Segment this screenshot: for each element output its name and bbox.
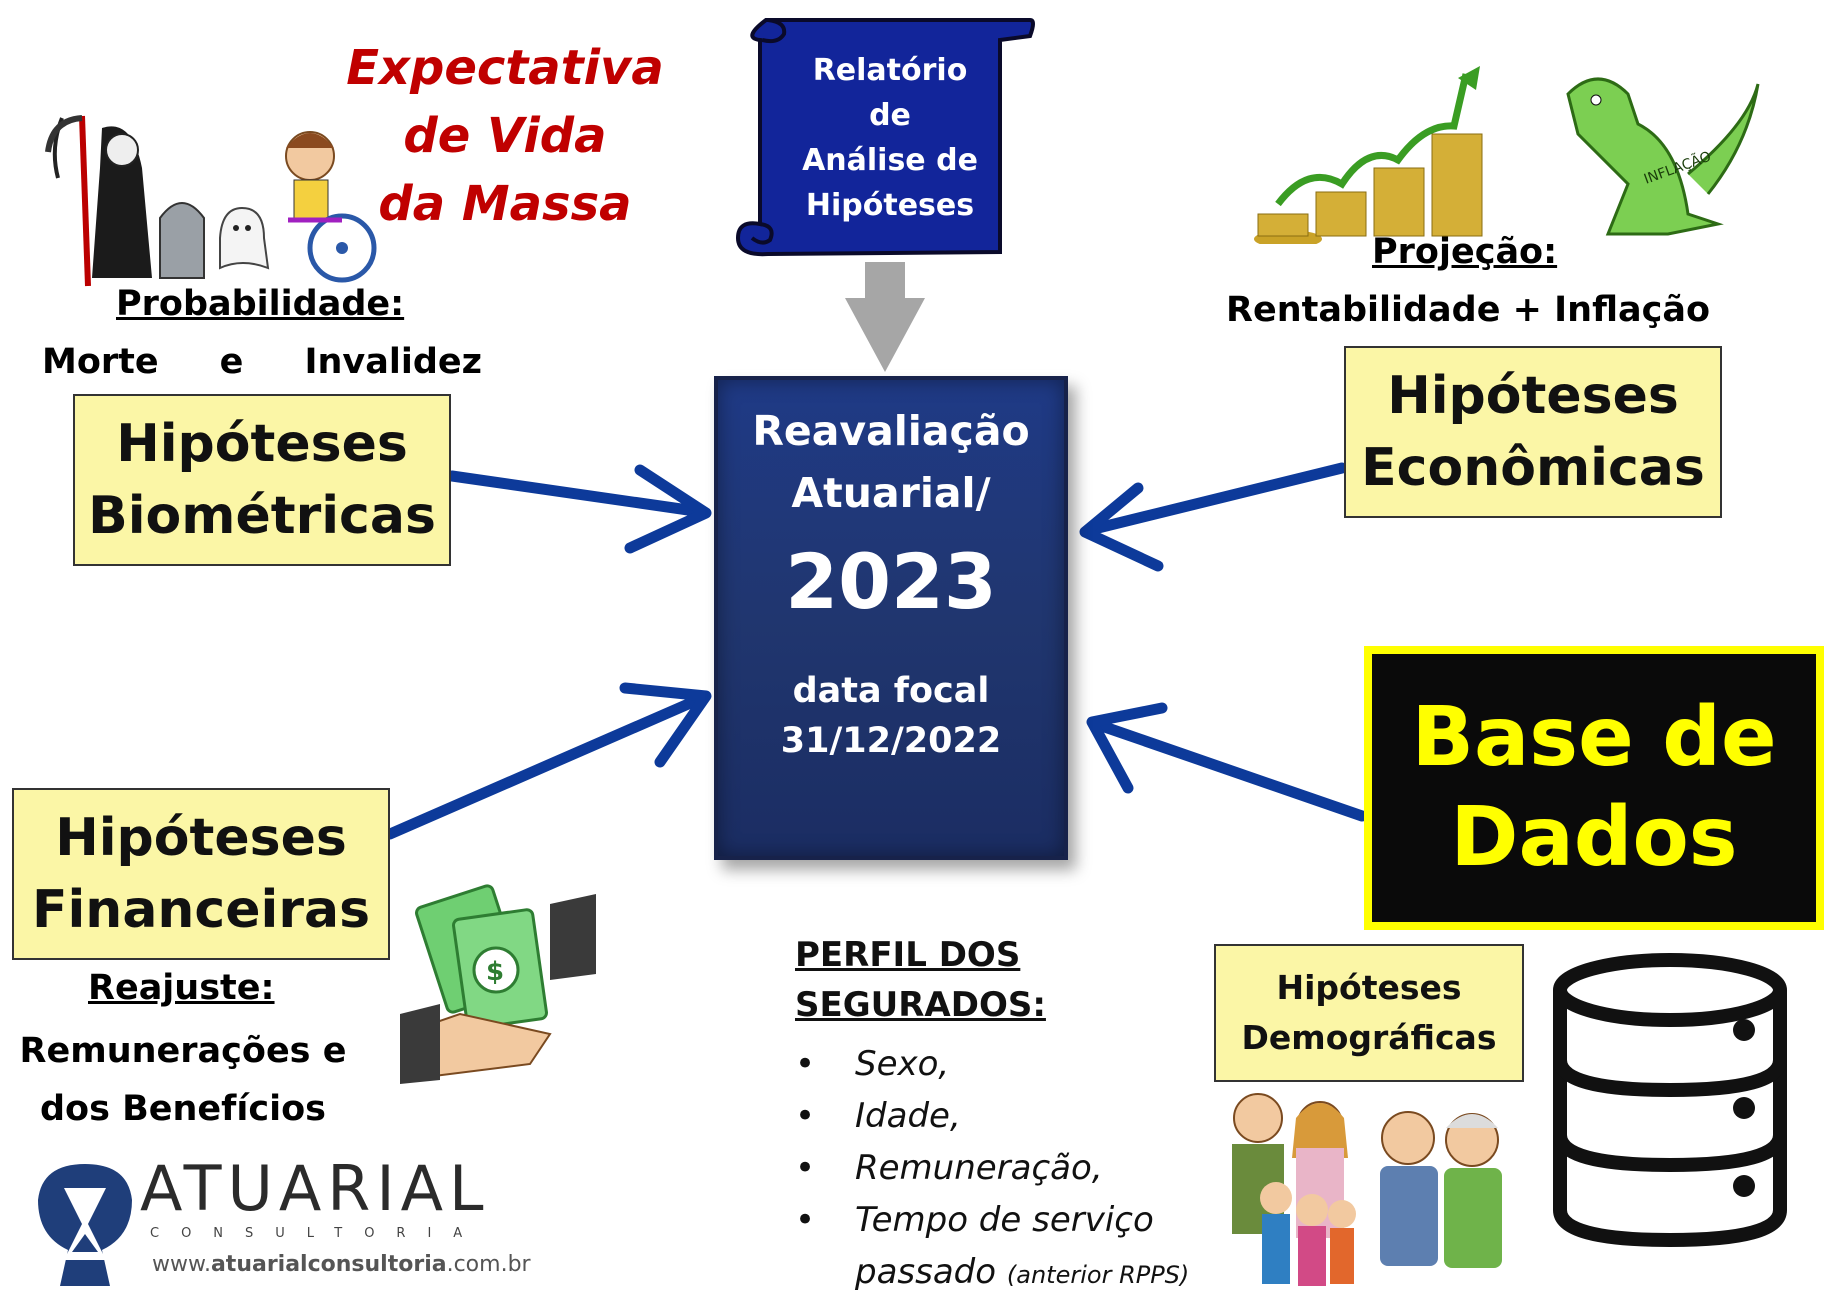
probabilidade-words: Morte e Invalidez: [42, 342, 482, 382]
svg-text:$: $: [486, 957, 504, 987]
reajuste-lines: Remunerações e dos Benefícios: [19, 1031, 347, 1129]
atuarial-logo-name: ATUARIAL: [140, 1152, 490, 1225]
perfil-last-line: passado (anterior RPPS): [855, 1252, 1190, 1292]
atuarial-url: www.atuarialconsultoria.com.br: [152, 1252, 531, 1277]
probabilidade-label: Probabilidade:: [116, 284, 405, 324]
elderly-couple-icon: [1380, 1111, 1502, 1268]
wheelchair-child-icon: [285, 131, 377, 283]
money-handshake-icon: $: [400, 884, 596, 1084]
list-item: Sexo,: [795, 1038, 1189, 1090]
scroll-shape: [735, 18, 1035, 257]
relatorio-scroll-text: Relatório de Análise de Hipóteses: [802, 53, 978, 223]
atuarial-logo-icon: [38, 1164, 132, 1286]
perfil-segurados: PERFIL DOS SEGURADOS: Sexo, Idade, Remun…: [795, 930, 1189, 1301]
tombstone-icon: [159, 202, 205, 279]
projecao-label: Projeção:: [1372, 232, 1558, 272]
arrow-financeiras: [384, 682, 712, 840]
list-item: Remuneração,: [795, 1142, 1189, 1194]
database-icon: [1553, 953, 1787, 1248]
coin-stacks-icon: [1254, 66, 1483, 244]
grim-reaper-icon: [45, 115, 152, 287]
base-de-dados-box: Base de Dados: [1364, 646, 1824, 930]
arrow-biometricas: [446, 464, 712, 554]
list-item: Idade,: [795, 1090, 1189, 1142]
reavaliacao-book-text: Reavaliação Atuarial/ 2023 data focal 31…: [714, 400, 1068, 766]
reajuste-label: Reajuste:: [88, 968, 275, 1008]
hipoteses-biometricas-box: Hipóteses Biométricas: [73, 394, 451, 566]
year-label: 2023: [785, 537, 997, 626]
ghost-icon: [219, 206, 270, 270]
hipoteses-demograficas-box: Hipóteses Demográficas: [1214, 944, 1524, 1082]
reavaliacao-book: [714, 376, 1068, 860]
family-illustration: [1232, 1093, 1502, 1286]
gray-down-arrow: [845, 262, 925, 372]
expectativa-title: Expectativa de Vida da Massa: [346, 40, 664, 232]
inflation-dragon-icon: INFLAÇÃO: [1566, 77, 1760, 236]
mortality-illustration: [45, 115, 377, 287]
arrow-economicas: [1079, 462, 1348, 572]
atuarial-logo-sub: CONSULTORIA: [150, 1226, 485, 1241]
list-item: Tempo de serviço: [795, 1194, 1189, 1246]
economy-illustration: INFLAÇÃO: [1254, 66, 1760, 244]
hipoteses-financeiras-box: Hipóteses Financeiras: [12, 788, 390, 960]
arrow-base-dados: [1086, 702, 1368, 822]
perfil-list: Sexo, Idade, Remuneração, Tempo de servi…: [795, 1038, 1189, 1246]
hipoteses-economicas-box: Hipóteses Econômicas: [1344, 346, 1722, 518]
family-icon: [1232, 1093, 1356, 1286]
projecao-sub: Rentabilidade + Inflação: [1226, 290, 1711, 330]
